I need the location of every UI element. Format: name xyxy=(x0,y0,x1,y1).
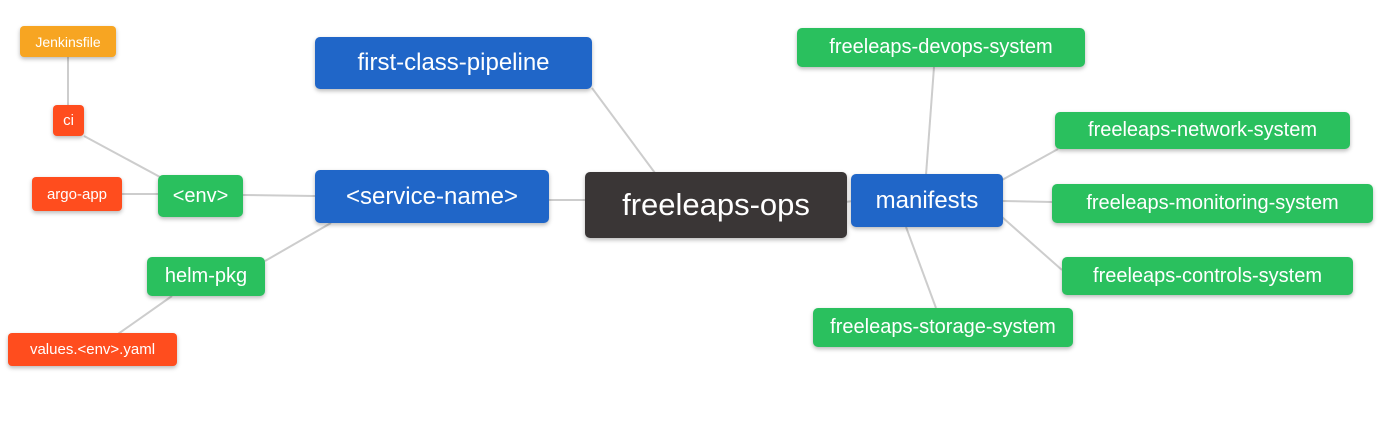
node-first-class-pipeline[interactable]: first-class-pipeline xyxy=(315,37,592,89)
edge-manifests-storage xyxy=(905,226,937,309)
node-freeleaps-ops-root[interactable]: freeleaps-ops xyxy=(585,172,847,238)
edge-manifests-monitoring xyxy=(1001,200,1053,203)
edge-manifests-controls xyxy=(1001,216,1063,271)
node-freeleaps-devops-system[interactable]: freeleaps-devops-system xyxy=(797,28,1085,67)
node-freeleaps-storage-system[interactable]: freeleaps-storage-system xyxy=(813,308,1073,347)
node-ci[interactable]: ci xyxy=(53,105,84,136)
node-argo-app[interactable]: argo-app xyxy=(32,177,122,211)
edge-ci-env xyxy=(83,135,161,178)
node-helm-pkg[interactable]: helm-pkg xyxy=(147,257,265,296)
edge-manifests-network xyxy=(1001,148,1059,181)
node-values-env-yaml[interactable]: values.<env>.yaml xyxy=(8,333,177,366)
edge-env-service-name xyxy=(242,194,316,197)
node-manifests[interactable]: manifests xyxy=(851,174,1003,227)
edge-fcp-root xyxy=(591,87,656,174)
edge-helm-pkg-service-name xyxy=(264,222,332,262)
node-jenkinsfile[interactable]: Jenkinsfile xyxy=(20,26,116,57)
edge-manifests-devops xyxy=(925,66,935,176)
node-env[interactable]: <env> xyxy=(158,175,243,217)
edge-values-helm-pkg xyxy=(117,295,173,335)
node-freeleaps-network-system[interactable]: freeleaps-network-system xyxy=(1055,112,1350,149)
node-freeleaps-monitoring-system[interactable]: freeleaps-monitoring-system xyxy=(1052,184,1373,223)
node-service-name[interactable]: <service-name> xyxy=(315,170,549,223)
node-freeleaps-controls-system[interactable]: freeleaps-controls-system xyxy=(1062,257,1353,295)
